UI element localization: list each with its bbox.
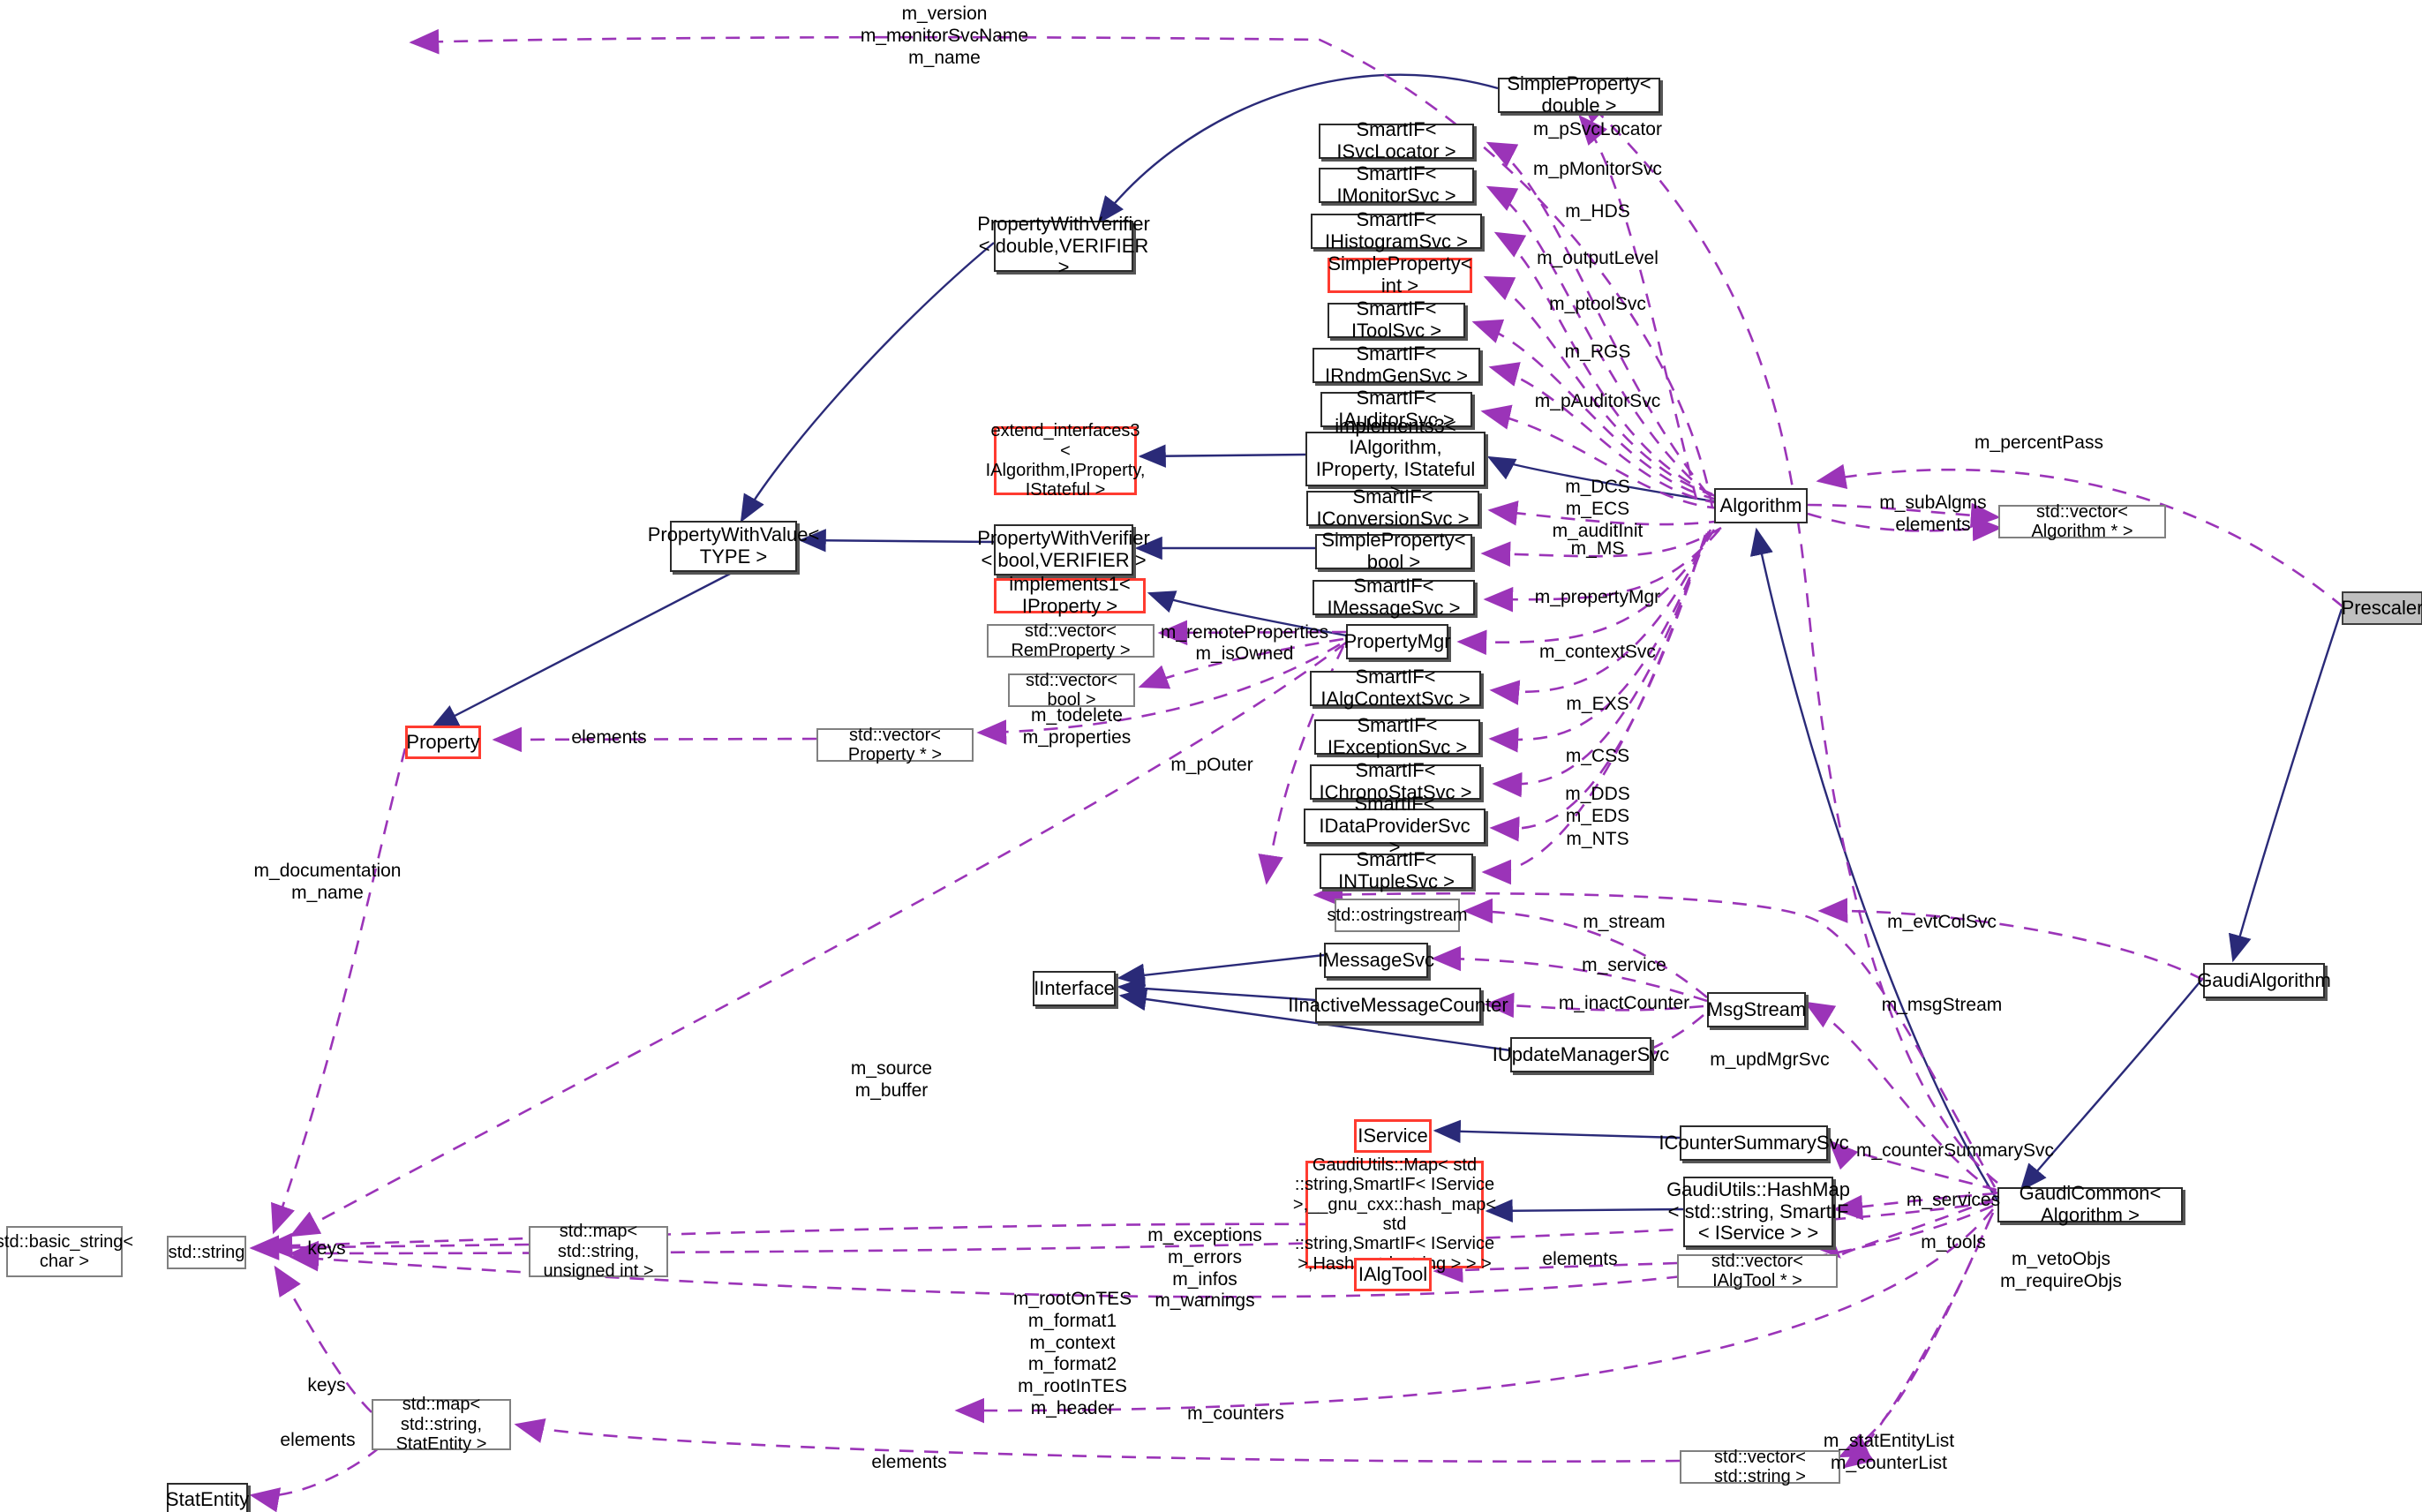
node-smartif-iexceptionsvc[interactable]: SmartIF< IExceptionSvc > [1314, 715, 1480, 758]
edge-label-elements-algorithm: elements [1895, 515, 1971, 535]
node-imessagesvc[interactable]: IMessageSvc [1318, 943, 1434, 978]
edge-label-services: m_services [1906, 1190, 2001, 1210]
node-map-string-statentity[interactable]: std::map< std::string, StatEntity > [372, 1395, 511, 1454]
node-smartif-irndmgensvc[interactable]: SmartIF< IRndmGenSvc > [1313, 343, 1480, 387]
node-vector-ialgtool-ptr[interactable]: std::vector< IAlgTool * > [1677, 1252, 1838, 1290]
node-gaudialgorithm[interactable]: GaudiAlgorithm [2197, 963, 2331, 998]
node-msgstream[interactable]: MsgStream [1707, 992, 1806, 1027]
edge-label-vetoobjs: m_vetoObjs m_requireObjs [2000, 1249, 2122, 1291]
edge-label-outputlevel: m_outputLevel [1537, 248, 1659, 268]
edge-label-msgstream: m_msgStream [1881, 995, 2003, 1015]
node-smartif-ihistogramsvc[interactable]: SmartIF< IHistogramSvc > [1311, 209, 1482, 252]
edge-label-isowned: m_isOwned [1195, 643, 1294, 664]
edge-label-evtcolsvc: m_evtColSvc [1887, 912, 1997, 932]
node-basic-string-char[interactable]: std::basic_string< char > [0, 1226, 133, 1277]
node-smartif-imonitorsvc[interactable]: SmartIF< IMonitorSvc > [1319, 163, 1474, 207]
node-smartif-iconversionsvc[interactable]: SmartIF< IConversionSvc > [1306, 486, 1479, 530]
edge-label-todelete-properties: m_todelete m_properties [1022, 705, 1132, 748]
node-std-string[interactable]: std::string [167, 1236, 246, 1269]
edge-label-elements-ialgtool: elements [1542, 1249, 1618, 1269]
edge-label-remoteproperties: m_remoteProperties [1160, 622, 1329, 643]
edge-label-service: m_service [1582, 955, 1666, 975]
node-icountersummarysvc[interactable]: ICounterSummarySvc [1659, 1125, 1849, 1161]
node-vector-bool[interactable]: std::vector< bool > [1008, 671, 1135, 710]
node-statentity[interactable]: StatEntity [166, 1483, 249, 1512]
edge-label-elements-property: elements [571, 727, 647, 748]
edge-label-rootontes-group: m_rootOnTES m_format1 m_context m_format… [1012, 1289, 1132, 1418]
node-gaudiutils-map[interactable]: GaudiUtils::Map< std ::string,SmartIF< I… [1292, 1155, 1497, 1274]
edge-label-keys-top: keys [307, 1238, 346, 1259]
edge-label-nts: m_NTS [1566, 829, 1629, 849]
node-simpleproperty-double[interactable]: SimpleProperty< double > [1498, 73, 1660, 117]
node-extend-interfaces3[interactable]: extend_interfaces3 < IAlgorithm,IPropert… [985, 421, 1146, 500]
edge-label-stream: m_stream [1583, 912, 1666, 932]
node-prescaler-current[interactable]: Prescaler [2342, 591, 2422, 625]
edge-label-statentitylist: m_statEntityList m_counterList [1823, 1431, 1955, 1473]
edge-label-updmgrsvc: m_updMgrSvc [1710, 1049, 1830, 1070]
node-iinterface[interactable]: IInterface [1033, 971, 1116, 1006]
edge-label-keys-bottom: keys [307, 1375, 346, 1395]
node-vector-std-string[interactable]: std::vector< std::string > [1680, 1448, 1840, 1486]
node-implements3[interactable]: implements3< IAlgorithm, IProperty, ISta… [1305, 415, 1486, 501]
node-smartif-itoolsvc[interactable]: SmartIF< IToolSvc > [1328, 298, 1465, 342]
node-implements1-iproperty[interactable]: implements1< IProperty > [994, 574, 1146, 617]
edge-label-counters: m_counters [1187, 1403, 1284, 1424]
node-vector-property-ptr[interactable]: std::vector< Property * > [816, 726, 974, 764]
edge-label-subalgms: m_subAlgms [1879, 493, 1987, 513]
node-smartif-imessagesvc[interactable]: SmartIF< IMessageSvc > [1313, 575, 1475, 619]
edge-label-tools: m_tools [1921, 1232, 1986, 1252]
edge-label-pmonitorsvc: m_pMonitorSvc [1533, 159, 1662, 179]
node-smartif-isvclocator[interactable]: SmartIF< ISvcLocator > [1319, 119, 1474, 162]
edge-label-ms: m_MS [1570, 538, 1625, 559]
node-simpleproperty-bool[interactable]: SimpleProperty< bool > [1315, 530, 1472, 573]
node-smartif-ichronostatsvc[interactable]: SmartIF< IChronoStatSvc > [1310, 760, 1481, 803]
edge-label-dds-eds: m_DDS m_EDS [1565, 784, 1630, 826]
node-iservice[interactable]: IService [1354, 1119, 1432, 1153]
edge-label-inactcounter: m_inactCounter [1558, 993, 1690, 1013]
node-iinactivemessagecounter[interactable]: IInactiveMessageCounter [1288, 988, 1508, 1023]
edge-label-exceptions-group: m_exceptions m_errors m_infos m_warnings [1147, 1225, 1262, 1312]
node-ialgtool[interactable]: IAlgTool [1354, 1258, 1432, 1291]
edge-label-propertymgr: m_propertyMgr [1534, 587, 1661, 607]
edge-label-rgs: m_RGS [1564, 342, 1631, 362]
node-smartif-idataprovidersvc[interactable]: SmartIF< IDataProviderSvc > [1304, 793, 1486, 858]
edge-label-css: m_CSS [1565, 746, 1630, 766]
node-smartif-ialgcontextsvc[interactable]: SmartIF< IAlgContextSvc > [1310, 666, 1481, 710]
node-iupdatemanagersvc[interactable]: IUpdateManagerSvc [1493, 1037, 1669, 1072]
node-smartif-iauditorsvc[interactable]: SmartIF< IAuditorSvc > [1320, 387, 1472, 431]
node-ostringstream[interactable]: std::ostringstream [1328, 899, 1467, 932]
node-vector-algorithm-ptr[interactable]: std::vector< Algorithm * > [1998, 502, 2166, 541]
node-simpleproperty-int[interactable]: SimpleProperty< int > [1328, 252, 1472, 297]
node-gaudicommon-algorithm[interactable]: GaudiCommon< Algorithm > [1997, 1183, 2183, 1226]
node-smartif-intuplesvc[interactable]: SmartIF< INTupleSvc > [1320, 849, 1473, 892]
edge-label-psvclocator: m_pSvcLocator [1533, 119, 1662, 139]
node-propertywithverifier-bool[interactable]: PropertyWithVerifier < bool,VERIFIER > [977, 524, 1150, 575]
edge-label-documentation-name: m_documentation m_name [253, 861, 402, 903]
edge-label-countersummarysvc: m_counterSummarySvc [1855, 1140, 2055, 1161]
node-propertywithverifier-double[interactable]: PropertyWithVerifier < double,VERIFIER > [977, 213, 1150, 279]
node-vector-remproperty[interactable]: std::vector< RemProperty > [987, 621, 1155, 660]
node-map-string-uint[interactable]: std::map< std::string, unsigned int > [529, 1222, 668, 1281]
edge-label-source-buffer: m_source m_buffer [850, 1058, 933, 1101]
edge-label-elements-statentity: elements [280, 1430, 356, 1450]
edge-label-version-group: m_version m_monitorSvcName m_name [860, 4, 1029, 68]
node-propertymgr[interactable]: PropertyMgr [1343, 624, 1451, 659]
edge-label-pouter: m_pOuter [1170, 755, 1253, 775]
edge-label-elements-vecstring: elements [871, 1452, 947, 1472]
edge-label-exs: m_EXS [1566, 694, 1629, 714]
edge-label-contextsvc: m_contextSvc [1539, 642, 1656, 662]
edge-label-pauditorsvc: m_pAuditorSvc [1534, 391, 1661, 411]
node-gaudiutils-hashmap[interactable]: GaudiUtils::HashMap < std::string, Smart… [1666, 1177, 1850, 1247]
node-algorithm[interactable]: Algorithm [1714, 488, 1808, 523]
node-propertywithvalue[interactable]: PropertyWithValue< TYPE > [648, 521, 819, 572]
node-property[interactable]: Property [405, 726, 481, 759]
edge-label-percentpass: m_percentPass [1974, 433, 2103, 453]
edge-label-ptoolsvc: m_ptoolSvc [1549, 294, 1646, 314]
edge-label-hds: m_HDS [1565, 201, 1630, 222]
edge-label-dcs-ecs-auditinit: m_DCS m_ECS m_auditInit [1552, 477, 1644, 541]
